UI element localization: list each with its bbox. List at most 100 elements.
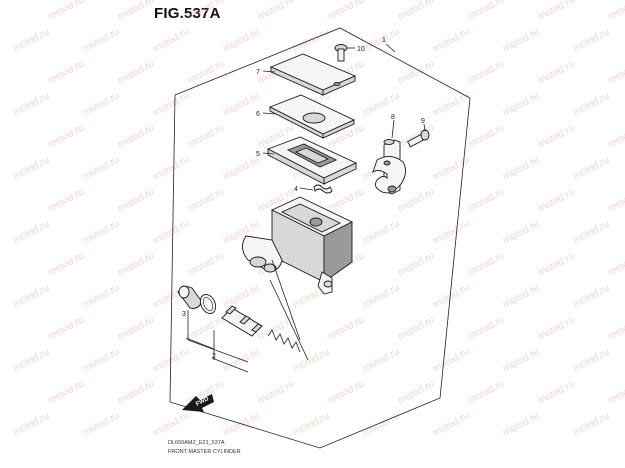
watermark-text: motod.ru	[221, 346, 261, 374]
watermark-text: motod.ru	[116, 58, 156, 86]
watermark-text: motod.ru	[536, 122, 576, 150]
watermark-text: motod.ru	[571, 26, 611, 54]
watermark-text: motod.ru	[116, 378, 156, 406]
master-cylinder-body	[242, 196, 354, 295]
watermark-text: motod.ru	[396, 186, 436, 214]
watermark-text: motod.ru	[396, 58, 436, 86]
watermark-text: motod.ru	[606, 122, 625, 150]
callout-2: 2	[212, 353, 216, 360]
callout-5: 5	[256, 151, 260, 158]
diaphragm-plate-6	[262, 94, 356, 139]
watermark-text: motod.ru	[431, 90, 471, 118]
watermark-text: motod.ru	[256, 314, 296, 342]
watermark-text: motod.ru	[431, 410, 471, 438]
watermark-text: motod.ru	[536, 378, 576, 406]
watermark-text: motod.ru	[11, 282, 51, 310]
watermark-text: motod.ru	[221, 154, 261, 182]
watermark-text: motod.ru	[361, 218, 401, 246]
watermark-text: motod.ru	[536, 314, 576, 342]
watermark-text: motod.ru	[326, 0, 366, 23]
watermark-text: motod.ru	[151, 90, 191, 118]
circlip-3	[199, 294, 217, 314]
watermark-text: motod.ru	[536, 0, 576, 23]
watermark-text: motod.ru	[501, 154, 541, 182]
watermark-text: motod.ru	[606, 250, 625, 278]
watermark-text: motod.ru	[571, 346, 611, 374]
watermark-text: motod.ru	[81, 410, 121, 438]
clip-4	[299, 184, 333, 194]
watermark-text: motod.ru	[81, 282, 121, 310]
watermark-text: motod.ru	[501, 90, 541, 118]
watermark-text: motod.ru	[326, 314, 366, 342]
watermark-text: motod.ru	[606, 58, 625, 86]
watermark-text: motod.ru	[431, 218, 471, 246]
watermark-text: motod.ru	[361, 282, 401, 310]
piston-boot-3	[177, 285, 203, 309]
watermark-text: motod.ru	[536, 186, 576, 214]
watermark-text: motod.ru	[466, 250, 506, 278]
watermark-text: motod.ru	[326, 378, 366, 406]
watermark-text: motod.ru	[396, 250, 436, 278]
watermark-text: motod.ru	[396, 314, 436, 342]
watermark-text: motod.ru	[46, 0, 86, 23]
watermark-text: motod.ru	[571, 282, 611, 310]
watermark-text: motod.ru	[431, 346, 471, 374]
watermark-text: motod.ru	[466, 0, 506, 23]
watermark-text: motod.ru	[291, 346, 331, 374]
watermark-text: motod.ru	[116, 122, 156, 150]
watermark-text: motod.ru	[431, 154, 471, 182]
piston-2	[221, 305, 263, 337]
watermark-text: motod.ru	[606, 186, 625, 214]
watermark-text: motod.ru	[11, 218, 51, 246]
watermark-text: motod.ru	[501, 282, 541, 310]
watermark-text: motod.ru	[186, 250, 226, 278]
watermark-text: motod.ru	[606, 378, 625, 406]
callout-7: 7	[256, 69, 260, 76]
watermark-text: motod.ru	[151, 154, 191, 182]
watermark-text: motod.ru	[256, 378, 296, 406]
callout-3: 3	[182, 311, 186, 318]
watermark-text: motod.ru	[431, 26, 471, 54]
watermark-text: motod.ru	[396, 0, 436, 23]
watermark-text: motod.ru	[571, 154, 611, 182]
watermark-text: motod.ru	[81, 26, 121, 54]
watermark-text: motod.ru	[466, 186, 506, 214]
watermark-text: motod.ru	[466, 58, 506, 86]
callout-1: 1	[382, 37, 386, 44]
watermark-text: motod.ru	[291, 410, 331, 438]
watermark-text: motod.ru	[186, 0, 226, 23]
watermark-text: motod.ru	[81, 218, 121, 246]
figure-code: DL650AMZ_E21_537A	[168, 440, 225, 446]
callout-9: 9	[421, 118, 425, 125]
callout-4: 4	[294, 186, 298, 193]
watermark-text: motod.ru	[151, 218, 191, 246]
watermark-text: motod.ru	[221, 282, 261, 310]
watermark-text: motod.ru	[501, 218, 541, 246]
watermark-text: motod.ru	[46, 58, 86, 86]
watermark-text: motod.ru	[116, 0, 156, 23]
watermark-text: motod.ru	[221, 26, 261, 54]
callout-10: 10	[357, 46, 365, 53]
watermark-text: motod.ru	[571, 90, 611, 118]
callout-8: 8	[391, 114, 395, 121]
lever-bracket-8	[372, 119, 406, 195]
watermark-text: motod.ru	[46, 122, 86, 150]
watermark-text: motod.ru	[606, 314, 625, 342]
watermark-text: motod.ru	[361, 90, 401, 118]
watermark-text: motod.ru	[536, 250, 576, 278]
watermark-text: motod.ru	[11, 154, 51, 182]
watermark-text: motod.ru	[46, 186, 86, 214]
watermark-text: motod.ru	[116, 186, 156, 214]
watermark-text: motod.ru	[81, 346, 121, 374]
screw-10	[334, 44, 355, 62]
watermark-text: motod.ru	[11, 26, 51, 54]
figure-name: FRONT MASTER CYLINDER	[168, 449, 241, 455]
watermark-text: motod.ru	[536, 58, 576, 86]
watermark-text: motod.ru	[186, 122, 226, 150]
watermark-text: motod.ru	[151, 410, 191, 438]
callout-6: 6	[256, 111, 260, 118]
watermark-text: motod.ru	[46, 314, 86, 342]
watermark-text: motod.ru	[151, 26, 191, 54]
watermark-text: motod.ru	[186, 186, 226, 214]
